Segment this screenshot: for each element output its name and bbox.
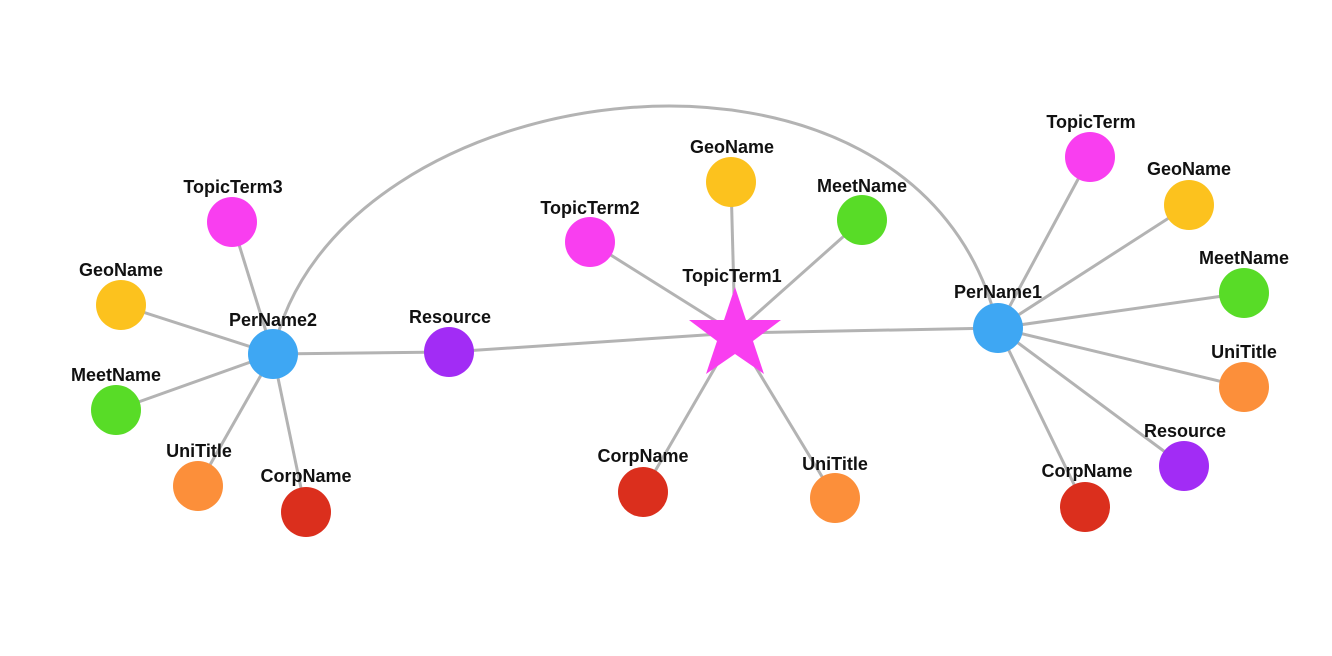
node-circle (810, 473, 860, 523)
node-circle (1060, 482, 1110, 532)
node-meetname-left[interactable]: MeetName (71, 365, 161, 435)
node-label: Resource (1144, 421, 1226, 441)
node-circle (1164, 180, 1214, 230)
node-circle (973, 303, 1023, 353)
node-circle (618, 467, 668, 517)
node-resource-left[interactable]: Resource (409, 307, 491, 377)
node-geoname-right[interactable]: GeoName (1147, 159, 1231, 230)
node-topicterm1[interactable]: TopicTerm1 (682, 266, 782, 374)
edge-pername1-unititle (997, 326, 1245, 389)
edge-pername2-corpname (271, 353, 308, 513)
node-geoname-left[interactable]: GeoName (79, 260, 163, 330)
node-label: TopicTerm (1046, 112, 1135, 132)
edge-topicterm1-meetname (734, 218, 863, 335)
node-label: MeetName (71, 365, 161, 385)
node-topicterm2[interactable]: TopicTerm2 (540, 198, 640, 267)
edge-pername2-meetname (115, 352, 274, 412)
node-topicterm3[interactable]: TopicTerm3 (183, 177, 283, 247)
node-circle (248, 329, 298, 379)
edge-topicterm1-pername1 (734, 326, 999, 335)
node-circle (207, 197, 257, 247)
node-circle (173, 461, 223, 511)
node-circle (1219, 362, 1269, 412)
edge-pername1-corpname (996, 327, 1087, 508)
node-label: UniTitle (166, 441, 232, 461)
node-pername1[interactable]: PerName1 (954, 282, 1042, 353)
node-unititle-center[interactable]: UniTitle (802, 454, 868, 523)
edge-pername1-meetname (997, 291, 1245, 330)
node-label: CorpName (1041, 461, 1132, 481)
edge-pername2-pername1-arc (271, 104, 1000, 355)
node-circle (91, 385, 141, 435)
star-icon (689, 287, 781, 374)
edge-pername2-unititle (196, 353, 275, 487)
node-circle (565, 217, 615, 267)
edge-resource-topicterm1 (448, 331, 736, 354)
node-circle (1159, 441, 1209, 491)
node-label: CorpName (260, 466, 351, 486)
node-meetname-center[interactable]: MeetName (817, 176, 907, 245)
node-label: UniTitle (802, 454, 868, 474)
node-corpname-left[interactable]: CorpName (260, 466, 352, 537)
node-label: PerName2 (229, 310, 317, 330)
node-label: MeetName (1199, 248, 1289, 268)
node-label: CorpName (597, 446, 688, 466)
node-resource-right[interactable]: Resource (1144, 421, 1226, 491)
node-unititle-left[interactable]: UniTitle (166, 441, 232, 511)
node-corpname-center[interactable]: CorpName (597, 446, 689, 517)
node-label: UniTitle (1211, 342, 1277, 362)
node-meetname-right[interactable]: MeetName (1199, 248, 1289, 318)
node-label: MeetName (817, 176, 907, 196)
node-circle (1219, 268, 1269, 318)
node-circle (706, 157, 756, 207)
node-circle (1065, 132, 1115, 182)
edge-pername2-resource (272, 350, 450, 356)
node-topicterm-right[interactable]: TopicTerm (1046, 112, 1136, 182)
node-label: GeoName (1147, 159, 1231, 179)
node-circle (837, 195, 887, 245)
node-label: Resource (409, 307, 491, 327)
node-circle (96, 280, 146, 330)
edge-pername1-topicterm (996, 156, 1092, 329)
node-label: TopicTerm2 (540, 198, 639, 218)
node-pername2[interactable]: PerName2 (229, 310, 317, 379)
edge-topicterm1-topicterm2 (589, 240, 736, 335)
node-geoname-center[interactable]: GeoName (690, 137, 774, 207)
node-label: PerName1 (954, 282, 1042, 302)
node-circle (424, 327, 474, 377)
node-unititle-right[interactable]: UniTitle (1211, 342, 1277, 412)
node-corpname-right[interactable]: CorpName (1041, 461, 1133, 532)
edge-pername1-resource (997, 326, 1185, 468)
edge-pername2-geoname (120, 303, 274, 356)
node-label: TopicTerm3 (183, 177, 282, 197)
node-label: GeoName (690, 137, 774, 157)
node-label: TopicTerm1 (682, 266, 781, 286)
edge-pername1-geoname (997, 203, 1190, 330)
node-label: GeoName (79, 260, 163, 280)
node-circle (281, 487, 331, 537)
